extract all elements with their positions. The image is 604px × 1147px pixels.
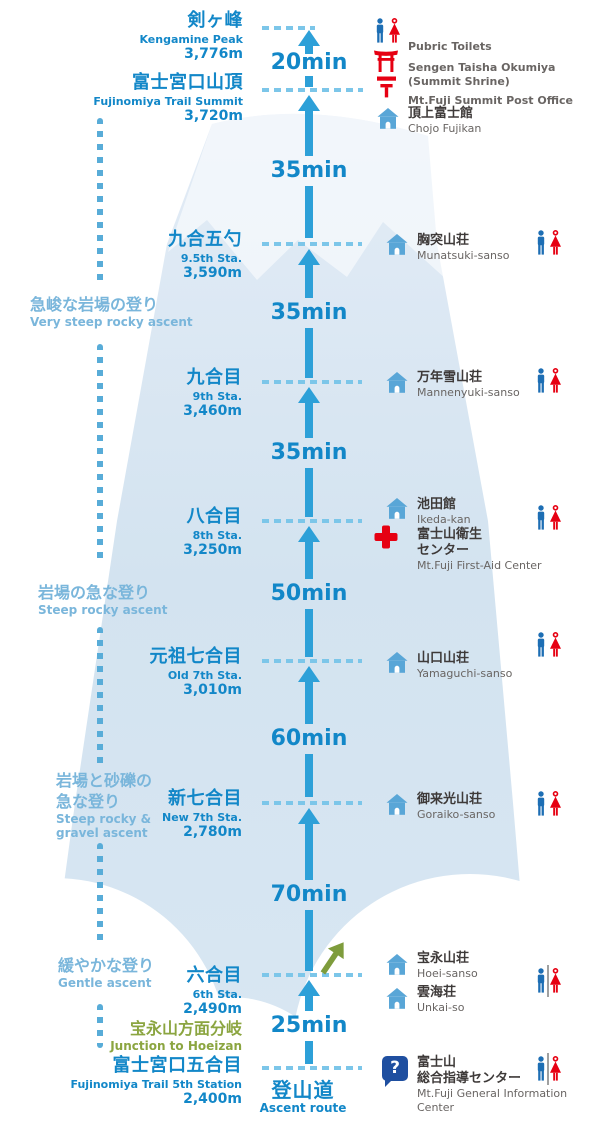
goraiko-label: 御来光山荘 Goraiko-sanso: [417, 792, 496, 821]
dash-9th: [262, 380, 362, 384]
toilet-divider-5th: [547, 1053, 549, 1085]
hoei-house-icon: [386, 954, 408, 975]
station-kengamine: 剣ヶ峰 Kengamine Peak 3,776m: [139, 10, 243, 62]
duration-60min: 60min: [270, 726, 348, 751]
dotted-guide-1: [97, 118, 103, 286]
post-office-icon: [377, 76, 396, 98]
duration-50min: 50min: [270, 581, 348, 606]
station-summit: 富士宮口山頂 Fujinomiya Trail Summit 3,720m: [93, 72, 243, 124]
dash-8th: [262, 519, 362, 523]
toilets-icon-8th: [537, 505, 561, 530]
munatsuki-house-icon: [386, 234, 408, 255]
dash-9-5th: [262, 242, 362, 246]
mannenyuki-label: 万年雪山荘 Mannenyuki-sanso: [417, 370, 520, 399]
ikeda-label: 池田館 Ikeda-kan: [417, 497, 471, 526]
mannenyuki-house-icon: [386, 372, 408, 393]
station-new-7th: 新七合目 New 7th Sta. 2,780m: [161, 788, 242, 840]
duration-35min-b: 35min: [270, 300, 348, 325]
duration-70min: 70min: [270, 882, 348, 907]
toilet-divider-6th: [547, 965, 549, 997]
station-old-7th: 元祖七合目 Old 7th Sta. 3,010m: [149, 646, 243, 698]
dotted-guide-5: [97, 1004, 103, 1048]
torii-shrine-icon: [374, 50, 398, 72]
information-icon: ?: [382, 1056, 408, 1087]
dash-old-7th: [262, 659, 362, 663]
station-5th: 富士宮口五合目 Fujinomiya Trail 5th Station 2,4…: [70, 1055, 243, 1107]
duration-20min: 20min: [270, 50, 348, 75]
dash-new-7th: [262, 801, 362, 805]
dash-6th: [262, 973, 362, 977]
station-9-5th: 九合五勺 9.5th Sta. 3,590m: [168, 229, 242, 281]
toilets-icon-5th: [537, 1056, 561, 1081]
station-9th: 九合目 9th Sta. 3,460m: [183, 367, 242, 419]
summit-shrine-label: Sengen Taisha Okumiya (Summit Shrine): [408, 61, 556, 88]
clouds: [0, 874, 604, 1147]
dash-5th: [262, 1066, 362, 1070]
unkai-label: 雲海荘 Unkai-so: [417, 985, 465, 1014]
note-very-steep-rocky: 急峻な岩場の登り Very steep rocky ascent: [30, 295, 193, 329]
toilets-icon-9th: [537, 368, 561, 393]
unkai-house-icon: [386, 988, 408, 1009]
note-gentle-ascent: 緩やかな登り Gentle ascent: [58, 956, 155, 990]
dotted-guide-3: [97, 627, 103, 766]
hoeizan-branch-arrow-icon: [320, 942, 344, 975]
toilets-icon-old-7th: [537, 632, 561, 657]
summit-toilets-icon: [376, 18, 400, 43]
first-aid-label: 富士山衛生 センター Mt.Fuji First-Aid Center: [417, 527, 542, 572]
duration-35min-c: 35min: [270, 440, 348, 465]
yamaguchi-house-icon: [386, 652, 408, 673]
ascent-route-label: 登山道 Ascent route: [259, 1078, 347, 1115]
public-toilets-label: Pubric Toilets: [408, 40, 492, 53]
chojo-fujikan-label: 頂上富士館 Chojo Fujikan: [408, 106, 482, 135]
dotted-guide-2: [97, 344, 103, 562]
duration-25min: 25min: [270, 1013, 348, 1038]
note-steep-rocky: 岩場の急な登り Steep rocky ascent: [38, 583, 168, 617]
dash-summit: [262, 88, 363, 92]
munatsuki-label: 胸突山荘 Munatsuki-sanso: [417, 233, 510, 262]
first-aid-cross-icon: [374, 525, 398, 549]
station-6th: 六合目 6th Sta. 2,490m: [183, 965, 242, 1017]
dotted-guide-4: [97, 843, 103, 946]
yamaguchi-label: 山口山荘 Yamaguchi-sanso: [417, 651, 513, 680]
station-8th: 八合目 8th Sta. 3,250m: [183, 506, 242, 558]
dash-kengamine: [262, 26, 315, 30]
chojo-fujikan-house-icon: [377, 108, 399, 129]
junction-hoeizan-label: 宝永山方面分岐 Junction to Hoeizan: [110, 1019, 242, 1053]
ikeda-house-icon: [386, 498, 408, 519]
info-center-label: 富士山 総合指導センター Mt.Fuji General Information…: [417, 1055, 568, 1114]
toilets-icon-new-7th: [537, 791, 561, 816]
duration-35min-a: 35min: [270, 158, 348, 183]
toilets-icon-6th: [537, 968, 561, 993]
post-office-label: Mt.Fuji Summit Post Office: [408, 94, 573, 107]
goraiko-house-icon: [386, 794, 408, 815]
note-steep-rocky-gravel: 岩場と砂礫の 急な登り Steep rocky & gravel ascent: [56, 771, 153, 840]
toilets-icon-9-5th: [537, 230, 561, 255]
hoei-label: 宝永山荘 Hoei-sanso: [417, 951, 478, 980]
